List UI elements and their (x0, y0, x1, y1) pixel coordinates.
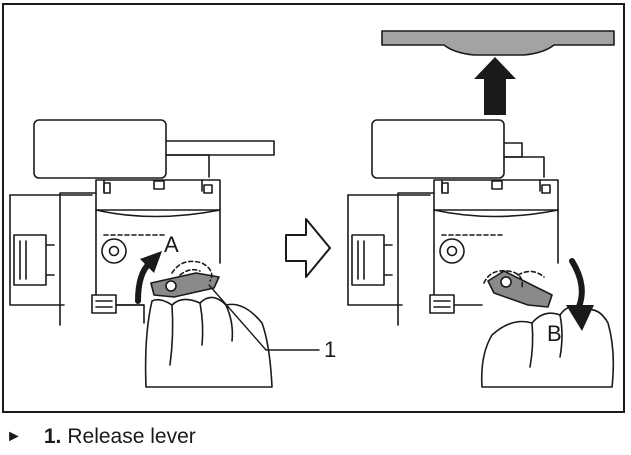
rotate-down-arrow (566, 258, 594, 331)
procedure-illustration: A B 1 (9, 30, 615, 388)
play-triangle-icon: ► (6, 428, 22, 445)
figure-frame: A B 1 (2, 3, 625, 413)
figure-legend: ► 1. Release lever (6, 424, 196, 450)
transition-arrow (285, 218, 331, 278)
callout-number: 1 (324, 337, 336, 362)
tool-left (9, 119, 320, 388)
tool-right (347, 30, 615, 388)
legend-item-number: 1. (43, 425, 62, 448)
label-b: B (547, 321, 562, 346)
legend-item-text: Release lever (67, 425, 196, 448)
rotate-up-arrow (135, 251, 162, 304)
label-a: A (164, 232, 179, 257)
